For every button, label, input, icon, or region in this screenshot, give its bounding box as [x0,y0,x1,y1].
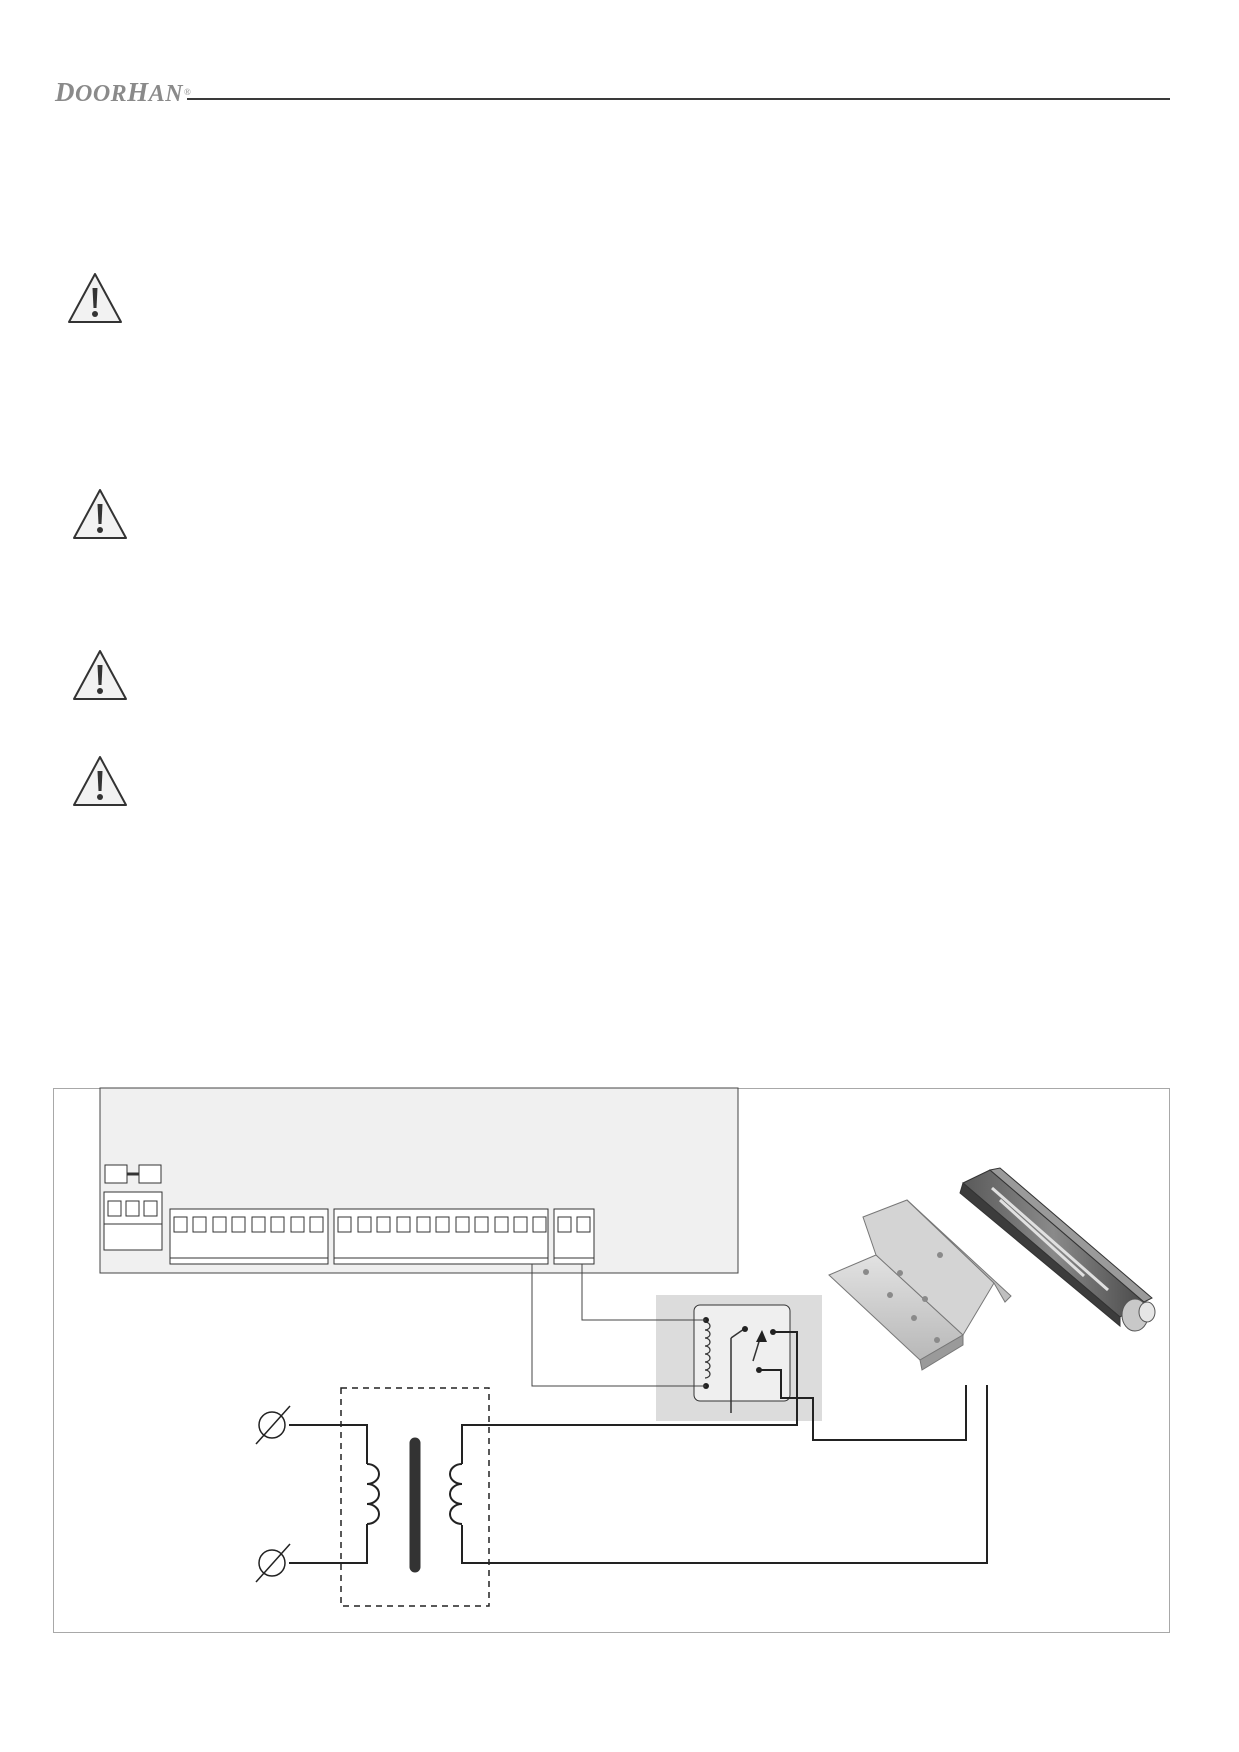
terminal-block-3 [553,1208,595,1265]
fuse [104,1164,162,1184]
doorhan-logo: DOORHAN® [55,78,191,108]
mains-input-terminals [255,1405,291,1583]
header-rule [187,98,1170,100]
logo-letter-h: H [127,77,149,107]
step-down-transformer [289,1387,490,1607]
relay [656,1295,822,1421]
page-header: DOORHAN® [0,0,1239,120]
control-wires [531,1264,706,1387]
warning-triangle-icon [73,489,127,539]
power-wires [461,1331,988,1564]
logo-registered-mark: ® [184,87,192,97]
warning-triangle-icon [68,273,122,323]
electromagnetic-lock [959,1167,1156,1332]
logo-text-oor: OOR [75,81,128,107]
warning-triangle-icon [73,756,127,806]
logo-letter-d: D [55,77,75,107]
logo-text-an: AN [148,81,184,107]
warning-triangle-icon [73,650,127,700]
terminal-block-2 [333,1208,549,1265]
lock-mounting-bracket [828,1199,1012,1371]
terminal-block-1 [169,1208,329,1265]
power-terminal-block [103,1191,163,1251]
